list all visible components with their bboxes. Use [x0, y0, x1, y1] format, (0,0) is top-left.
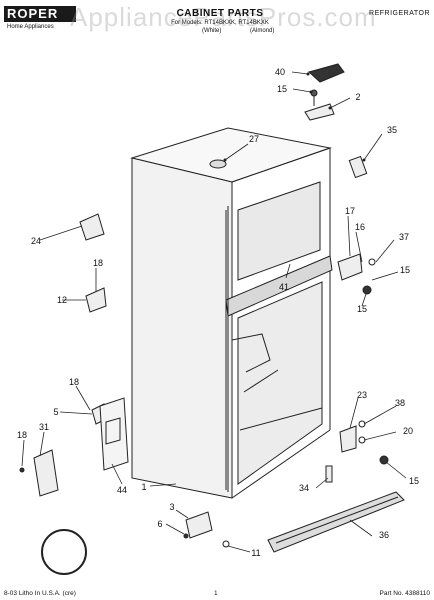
callout-5: 5 [53, 407, 58, 417]
callout-11: 11 [251, 548, 260, 558]
callout-23: 23 [357, 390, 367, 400]
callout-38: 38 [395, 398, 405, 408]
callout-15-bottom: 15 [409, 476, 419, 486]
roper-logo: ROPER Home Appliances [4, 6, 76, 36]
models-line: For Models: RT14BKXK, RT14BKXK [171, 20, 269, 26]
hinge-cover-part [307, 63, 345, 83]
callout-24: 24 [31, 236, 41, 246]
callout-6: 6 [157, 519, 162, 529]
callout-35: 35 [387, 125, 397, 135]
callout-15-right: 15 [400, 265, 410, 275]
page-number: 1 [214, 590, 218, 597]
variant-white: (White) [202, 28, 222, 34]
callout-16: 16 [355, 222, 365, 232]
brand-name: ROPER [4, 6, 76, 22]
callout-36: 36 [379, 530, 389, 540]
diagram-title: CABINET PARTS [176, 8, 264, 19]
litho-note: 8-03 Litho In U.S.A. (cre) [4, 590, 76, 597]
callout-15-top: 15 [277, 84, 287, 94]
callout-20: 20 [403, 426, 413, 436]
callout-27: 27 [249, 134, 259, 144]
cabinet-body [130, 127, 333, 499]
callout-15-mid: 15 [357, 304, 367, 314]
part-number: Part No. 4388110 [379, 590, 430, 597]
callout-17: 17 [345, 206, 355, 216]
category-label: REFRIGERATOR [369, 10, 430, 17]
callout-18-mid: 18 [69, 377, 79, 387]
callout-3: 3 [169, 502, 174, 512]
callout-18-upper: 18 [93, 258, 103, 268]
callout-2: 2 [355, 92, 360, 102]
callout-34: 34 [299, 483, 309, 493]
callout-37: 37 [399, 232, 409, 242]
callout-31: 31 [39, 422, 49, 432]
callout-12: 12 [57, 295, 67, 305]
brand-subtitle: Home Appliances [7, 24, 54, 30]
callout-41: 41 [279, 282, 289, 292]
callout-18-lower: 18 [17, 430, 27, 440]
watermark: AppliancePartsPros.com [70, 2, 377, 32]
callout-1: 1 [141, 482, 146, 492]
variant-almond: (Almond) [250, 28, 275, 34]
callout-40: 40 [275, 67, 285, 77]
callout-44: 44 [117, 485, 127, 495]
